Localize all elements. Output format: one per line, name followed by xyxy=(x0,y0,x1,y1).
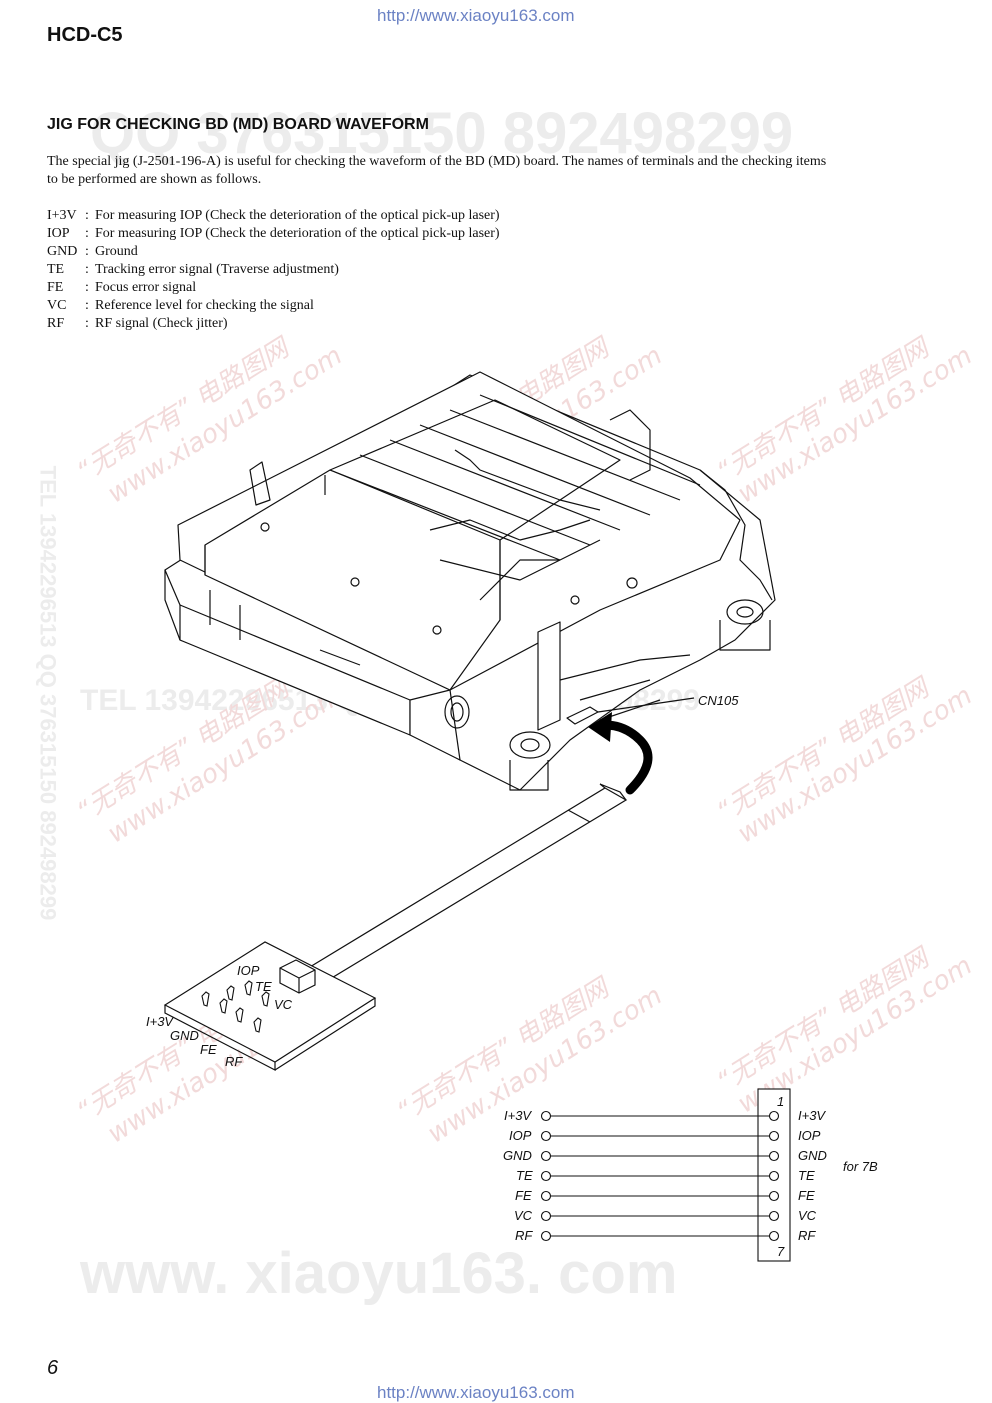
connector-label: CN105 xyxy=(698,693,739,708)
terminal-code: TE xyxy=(47,262,65,277)
bottom-site-link[interactable]: http://www.xiaoyu163.com xyxy=(377,1383,575,1402)
terminal-code: GND xyxy=(47,244,78,259)
terminal-sep: : xyxy=(85,244,89,259)
schematic-left-label: RF xyxy=(515,1228,533,1243)
watermark-bottom: www. xiaoyu163. com xyxy=(80,1241,678,1306)
schematic-left-label: I+3V xyxy=(504,1108,532,1123)
watermark-top: QQ 376315150 892498299 xyxy=(90,101,794,166)
terminal-desc: Reference level for checking the signal xyxy=(95,298,314,313)
schematic-left-label: FE xyxy=(515,1188,532,1203)
terminal-row: VC: Reference level for checking the sign… xyxy=(47,297,500,315)
pin-number-last: 7 xyxy=(777,1244,785,1259)
terminal-sep: : xyxy=(85,280,89,295)
terminal-desc: Tracking error signal (Traverse adjustme… xyxy=(95,262,339,277)
schematic-left-label: VC xyxy=(514,1208,533,1223)
terminal-sep: : xyxy=(85,298,89,313)
terminal-code: FE xyxy=(47,280,64,295)
terminal-row: FE: Focus error signal xyxy=(47,279,500,297)
page-number: 6 xyxy=(47,1357,59,1379)
schematic-right-label: RF xyxy=(798,1228,816,1243)
schematic-right-label: IOP xyxy=(798,1128,821,1143)
terminal-row: GND: Ground xyxy=(47,243,500,261)
terminal-sep: : xyxy=(85,208,89,223)
jig-label-vc: VC xyxy=(274,997,293,1012)
terminal-desc: For measuring IOP (Check the deteriorati… xyxy=(95,208,500,223)
terminal-desc: Focus error signal xyxy=(95,280,197,295)
jig-label-iop: IOP xyxy=(237,963,260,978)
terminal-desc: For measuring IOP (Check the deteriorati… xyxy=(95,226,500,241)
schematic-left-label: TE xyxy=(516,1168,533,1183)
schematic-right-label: GND xyxy=(798,1148,827,1163)
terminal-code: I+3V xyxy=(47,208,77,223)
terminal-sep: : xyxy=(85,226,89,241)
terminal-row: RF: RF signal (Check jitter) xyxy=(47,315,500,333)
terminal-row: I+3V: For measuring IOP (Check the deteri… xyxy=(47,207,500,225)
jig-label-i3v: I+3V xyxy=(146,1014,174,1029)
terminal-list: I+3V: For measuring IOP (Check the deteri… xyxy=(47,207,500,333)
schematic-right-label: FE xyxy=(798,1188,815,1203)
terminal-sep: : xyxy=(85,262,89,277)
terminal-row: IOP: For measuring IOP (Check the deterio… xyxy=(47,225,500,243)
jig-label-rf: RF xyxy=(225,1054,243,1069)
terminal-code: IOP xyxy=(47,226,70,241)
schematic-right-label: I+3V xyxy=(798,1108,826,1123)
terminal-desc: Ground xyxy=(95,244,138,259)
terminal-code: VC xyxy=(47,298,67,313)
intro-line: The special jig (J-2501-196-A) is useful… xyxy=(47,154,827,169)
intro-paragraph: The special jig (J-2501-196-A) is useful… xyxy=(47,153,887,189)
jig-label-fe: FE xyxy=(200,1042,217,1057)
terminal-desc: RF signal (Check jitter) xyxy=(95,316,228,331)
terminal-code: RF xyxy=(47,316,65,331)
intro-line: to be performed are shown as follows. xyxy=(47,172,262,187)
terminal-row: TE: Tracking error signal (Traverse adjus… xyxy=(47,261,500,279)
pin-number-first: 1 xyxy=(777,1094,785,1109)
top-site-link[interactable]: http://www.xiaoyu163.com xyxy=(377,6,575,25)
jig-label-gnd: GND xyxy=(170,1028,199,1043)
connector-note: for 7B xyxy=(843,1159,878,1174)
model-name: HCD-C5 xyxy=(47,24,123,46)
schematic-right-label: TE xyxy=(798,1168,815,1183)
terminal-sep: : xyxy=(85,316,89,331)
schematic-left-label: IOP xyxy=(509,1128,532,1143)
schematic-left-label: GND xyxy=(503,1148,532,1163)
jig-label-te: TE xyxy=(255,979,272,994)
section-title: JIG FOR CHECKING BD (MD) BOARD WAVEFORM xyxy=(47,116,429,133)
schematic-right-label: VC xyxy=(798,1208,817,1223)
